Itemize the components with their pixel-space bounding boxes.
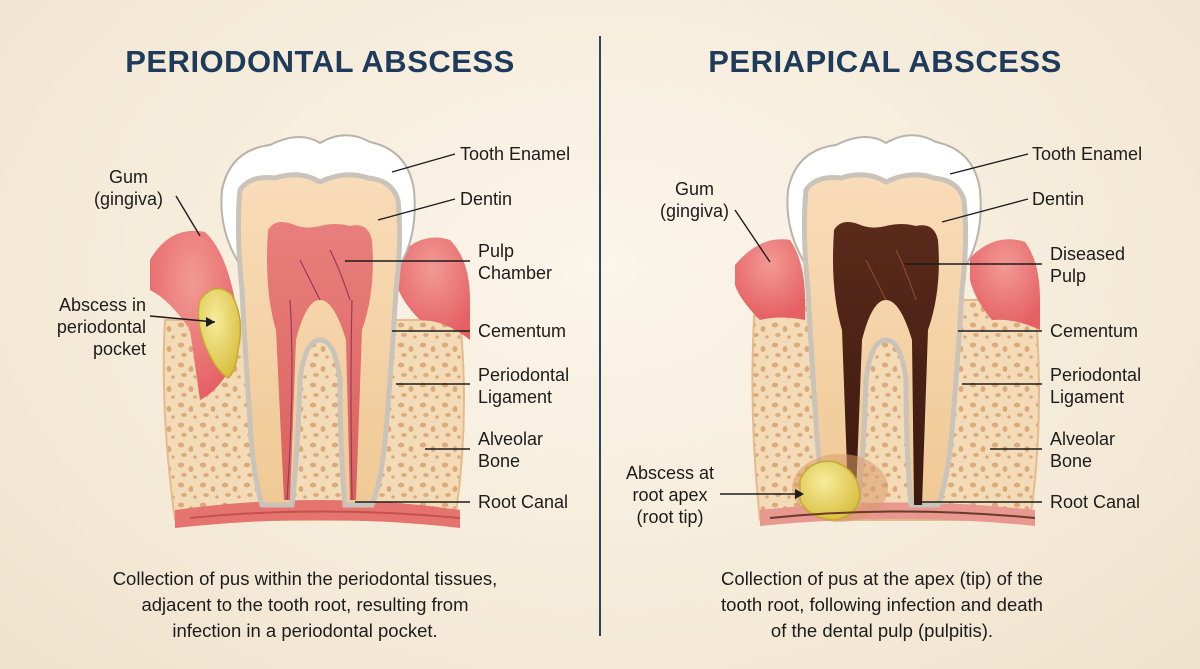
- left-pulp-chamber: [267, 222, 373, 500]
- right-label-ligament-line1: Periodontal: [1050, 365, 1142, 385]
- left-label-abscess-line3: pocket: [92, 339, 146, 359]
- right-label-abscess: Abscess at root apex (root tip): [620, 462, 720, 528]
- right-abscess-arrowhead: [795, 489, 804, 499]
- right-label-gum-line1: Gum: [675, 179, 715, 199]
- left-label-cementum: Cementum: [478, 321, 567, 341]
- left-label-pulp-line2: Chamber: [478, 263, 553, 283]
- left-title: PERIODONTAL ABSCESS: [125, 44, 515, 79]
- left-caption-line1: Collection of pus within the periodontal…: [112, 568, 498, 589]
- left-gum-right: [395, 237, 470, 340]
- right-label-bone-line1: Alveolar: [1050, 429, 1116, 449]
- right-label-ligament: Periodontal Ligament: [1050, 364, 1141, 408]
- left-label-bone-line2: Bone: [478, 451, 521, 471]
- left-label-bone-line1: Alveolar: [478, 429, 544, 449]
- right-label-abscess-line2: root apex: [632, 485, 708, 505]
- left-label-gum: Gum (gingiva): [94, 166, 163, 210]
- right-gum-left: [735, 239, 805, 320]
- left-caption-line3: infection in a periodontal pocket.: [172, 620, 438, 641]
- left-label-ligament-line2: Ligament: [478, 387, 553, 407]
- right-label-gum: Gum (gingiva): [660, 178, 729, 222]
- right-title: PERIAPICAL ABSCESS: [708, 44, 1062, 79]
- right-leader-lines: [720, 153, 1042, 503]
- right-label-dentin: Dentin: [1032, 189, 1085, 209]
- left-label-pulp-line1: Pulp: [478, 241, 515, 261]
- right-abscess: [799, 460, 861, 521]
- left-label-abscess-line2: periodontal: [56, 317, 146, 337]
- right-label-bone-line2: Bone: [1050, 451, 1093, 471]
- left-abscess: [197, 287, 242, 379]
- right-label-enamel: Tooth Enamel: [1032, 144, 1143, 164]
- right-label-ligament-line2: Ligament: [1050, 387, 1125, 407]
- left-caption-line2: adjacent to the tooth root, resulting fr…: [141, 594, 469, 615]
- left-label-abscess: Abscess in periodontal pocket: [36, 294, 146, 360]
- left-label-abscess-line1: Abscess in: [58, 295, 146, 315]
- right-label-pulp-line1: Diseased: [1050, 244, 1126, 264]
- left-label-gum-line1: Gum: [109, 167, 149, 187]
- left-caption: Collection of pus within the periodontal…: [75, 566, 535, 644]
- panel-divider: [599, 36, 601, 636]
- left-label-root-canal: Root Canal: [478, 492, 569, 512]
- right-gum-right: [970, 239, 1040, 330]
- right-caption: Collection of pus at the apex (tip) of t…: [652, 566, 1112, 644]
- right-label-gum-line2: (gingiva): [660, 201, 730, 221]
- right-caption-line3: of the dental pulp (pulpitis).: [770, 620, 994, 641]
- left-label-dentin: Dentin: [460, 189, 513, 209]
- right-caption-line1: Collection of pus at the apex (tip) of t…: [721, 568, 1043, 589]
- right-caption-line2: tooth root, following infection and deat…: [721, 594, 1043, 615]
- right-label-pulp: Diseased Pulp: [1050, 243, 1125, 287]
- left-label-enamel: Tooth Enamel: [460, 144, 571, 164]
- right-label-abscess-line1: Abscess at: [625, 463, 715, 483]
- right-label-bone: Alveolar Bone: [1050, 428, 1115, 472]
- left-abscess-arrowhead: [206, 317, 215, 327]
- left-label-gum-line2: (gingiva): [94, 189, 164, 209]
- left-leader-lines: [149, 153, 470, 503]
- right-label-root-canal: Root Canal: [1050, 492, 1141, 512]
- right-label-cementum: Cementum: [1050, 321, 1139, 341]
- right-label-abscess-line3: (root tip): [636, 507, 704, 527]
- right-label-pulp-line2: Pulp: [1050, 266, 1087, 286]
- left-label-bone: Alveolar Bone: [478, 428, 543, 472]
- right-tooth-illustration: [735, 134, 1040, 526]
- right-diseased-pulp: [833, 222, 939, 505]
- left-gum-base: [175, 500, 460, 528]
- left-label-pulp: Pulp Chamber: [478, 240, 552, 284]
- left-label-ligament: Periodontal Ligament: [478, 364, 569, 408]
- left-label-ligament-line1: Periodontal: [478, 365, 570, 385]
- left-tooth-illustration: [150, 134, 470, 528]
